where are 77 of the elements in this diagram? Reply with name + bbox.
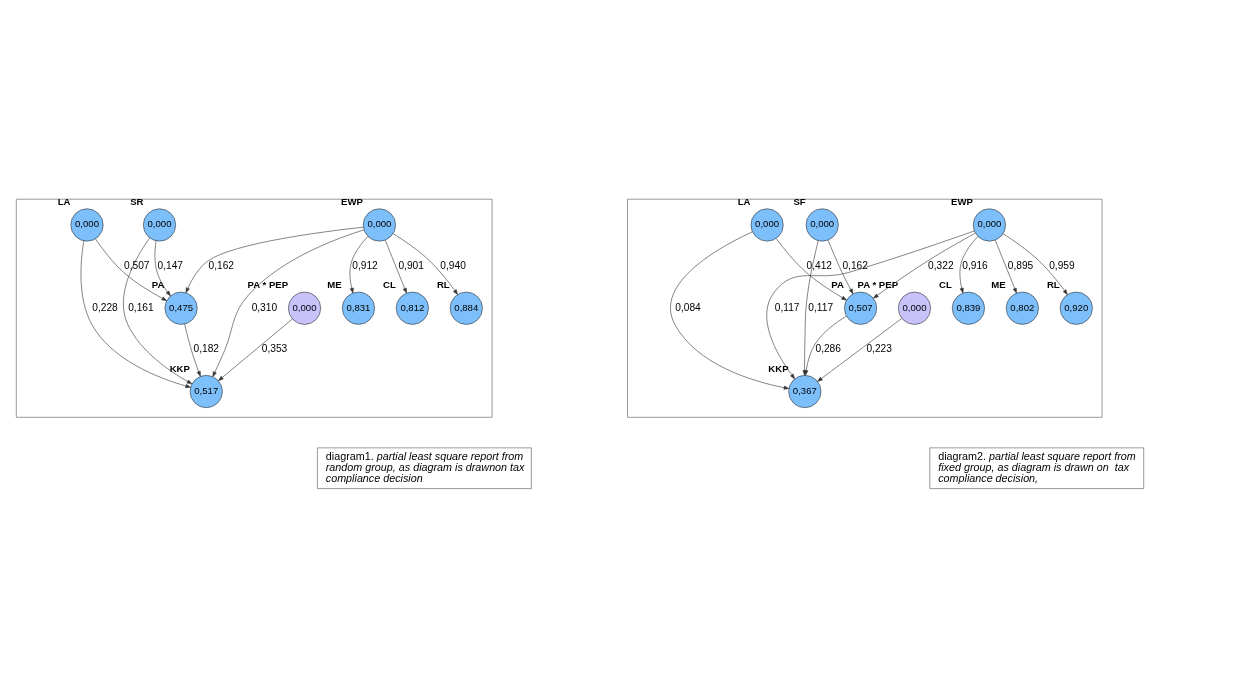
node-label: LA: [737, 195, 751, 207]
node-circle: 0,884: [449, 291, 483, 325]
edge-label: 0,310: [251, 301, 278, 313]
arrow: [154, 240, 171, 296]
edge-label: 0,507: [124, 259, 150, 271]
arrow: [123, 237, 193, 384]
edge-label: 0,223: [866, 342, 892, 354]
cluster: [627, 198, 1103, 418]
edge-label: 0,117: [774, 301, 800, 313]
arrow: [349, 235, 369, 293]
node-circle: 0,802: [1005, 291, 1039, 325]
node-label: ME: [327, 278, 342, 290]
arrow: [95, 238, 167, 301]
arrow: [959, 235, 979, 293]
arrow: [385, 239, 407, 293]
edge-label: 0,940: [440, 259, 466, 271]
node-label: EWP: [341, 195, 363, 207]
arrow: [80, 240, 191, 388]
edge-label: 0,162: [208, 259, 234, 271]
node-circle: 0,831: [341, 291, 375, 325]
edge-label: 0,916: [962, 259, 988, 271]
arrow: [185, 226, 364, 293]
arrow: [817, 317, 902, 382]
node-circle: 0,000: [362, 208, 396, 241]
node-circle: 0,839: [951, 291, 985, 325]
node-label: EWP: [951, 195, 973, 207]
edge-label: 0,084: [675, 301, 701, 313]
arrow: [218, 318, 293, 381]
node-label: CL: [939, 278, 952, 290]
node-label: PA: [831, 278, 844, 290]
edge-label: 0,895: [1007, 259, 1034, 271]
node-label: ME: [991, 278, 1006, 290]
node-label: KKP: [768, 362, 789, 374]
node-circle: 0,000: [70, 208, 104, 241]
edge-label: 0,286: [815, 342, 841, 354]
edge-label: 0,182: [193, 342, 219, 354]
node-label: SR: [130, 195, 144, 207]
edge-label: 0,162: [842, 259, 868, 271]
node-circle: 0,000: [288, 291, 321, 325]
node-label: PA: [151, 278, 165, 290]
arrow: [184, 323, 201, 377]
node-circle: 0,000: [750, 208, 784, 241]
edge-label: 0,959: [1049, 259, 1075, 271]
edge-label: 0,147: [157, 259, 184, 271]
node-circle: 0,000: [972, 208, 1006, 241]
edge-label: 0,161: [128, 301, 154, 313]
arrow: [873, 232, 976, 298]
node-label: KKP: [169, 362, 190, 374]
node-label: SF: [793, 195, 806, 207]
node-label: PA * PEP: [247, 278, 289, 290]
arrow: [827, 239, 854, 294]
node-label: RL: [436, 278, 450, 290]
arrow: [670, 231, 790, 390]
edge-label: 0,912: [352, 259, 378, 271]
edge-label: 0,412: [806, 259, 832, 271]
node-circle: 0,000: [143, 208, 176, 241]
edge-label: 0,901: [398, 259, 424, 271]
node-box: diagram1. partial least square report from random group, as diagram is drawnon tax compliance decision: [317, 447, 532, 489]
node-label: LA: [57, 195, 71, 207]
node-circle: 0,812: [395, 291, 429, 325]
cluster: [16, 198, 493, 418]
edge-label: 0,322: [928, 259, 954, 271]
node-circle: 0,920: [1059, 291, 1093, 325]
node-box: diagram2. partial least square report from fixed group, as diagram is drawn on tax compliance decision,: [929, 447, 1144, 489]
edge-label: 0,117: [808, 301, 834, 313]
arrow: [775, 237, 847, 300]
node-label: PA * PEP: [857, 278, 899, 290]
arrow: [1002, 232, 1068, 295]
arrow: [392, 232, 458, 295]
node-circle: 0,000: [805, 208, 839, 241]
edge-label: 0,228: [92, 301, 118, 313]
arrow: [212, 229, 365, 377]
node-circle: 0,000: [898, 291, 931, 325]
edge-label: 0,353: [261, 342, 288, 354]
arrow: [995, 239, 1017, 293]
node-label: CL: [383, 278, 396, 290]
node-label: RL: [1046, 278, 1060, 290]
